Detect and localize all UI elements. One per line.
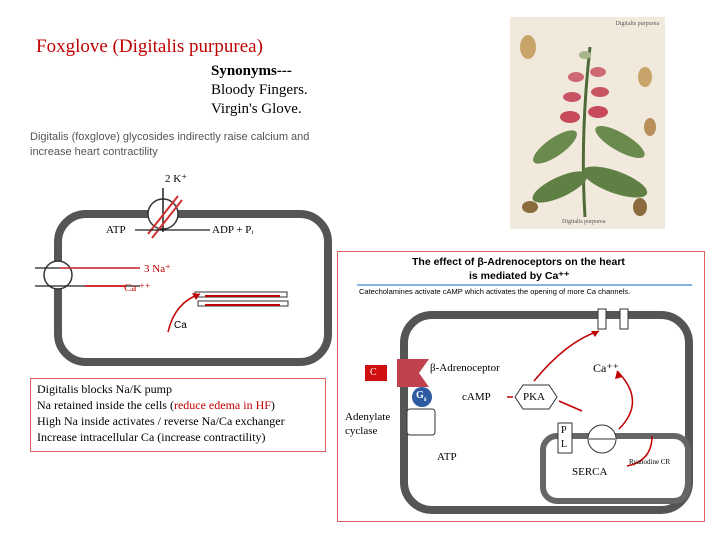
pka-label: PKA <box>523 391 546 403</box>
ca-ion-label: Ca ⁺⁺ <box>124 282 151 294</box>
beta-receptor-label: β-Adrenoceptor <box>430 362 500 374</box>
mechanism-line-4: Increase intracellular Ca (increase cont… <box>37 430 266 444</box>
p-label: P <box>561 425 567 436</box>
adp-label: ADP + Pᵢ <box>212 224 254 236</box>
synonyms-heading: Synonyms--- <box>211 63 292 79</box>
plant-bottom-label: Digitalis purpurea <box>562 219 606 225</box>
digitalis-mechanism-box: Digitalis blocks Na/K pump Na retained i… <box>30 378 326 452</box>
diagram-caption: Digitalis (foxglove) glycosides indirect… <box>30 130 340 160</box>
k-ion-label: 2 K⁺ <box>165 173 187 185</box>
sodium-pump-diagram: 2 K⁺ ATP ADP + Pᵢ 3 Na⁺ Ca ⁺⁺ Ca <box>30 162 335 374</box>
caption-line-1: Digitalis (foxglove) glycosides indirect… <box>30 131 310 143</box>
atp-label: ATP <box>437 451 457 463</box>
right-title-line-2: is mediated by Ca⁺⁺ <box>469 270 570 282</box>
beta-adrenoceptor-diagram: The effect of β-Adrenoceptors on the hea… <box>337 251 705 522</box>
synonym-1: Bloody Fingers. <box>211 82 308 98</box>
ryanodine-label: Ryanodine CR <box>629 458 671 466</box>
l-label: L <box>561 439 568 450</box>
camp-label: cAMP <box>462 391 491 403</box>
foxglove-illustration: Digitalis purpurea Digitalis purpurea <box>510 17 665 229</box>
page-title: Foxglove (Digitalis purpurea) <box>36 36 263 57</box>
adenylate-label: Adenylate <box>345 411 391 423</box>
gs-label: Gs <box>416 390 427 403</box>
synonym-2: Virgin's Glove. <box>211 101 302 117</box>
mechanism-line-1: Digitalis blocks Na/K pump <box>37 382 172 396</box>
edema-note: reduce edema in HF <box>173 398 271 412</box>
synonyms-block: Synonyms--- Bloody Fingers. Virgin's Glo… <box>211 62 308 119</box>
mechanism-line-2: Na retained inside the cells (reduce ede… <box>37 398 275 412</box>
serca-label: SERCA <box>572 466 608 478</box>
caption-line-2: increase heart contractility <box>30 146 158 158</box>
atp-label: ATP <box>106 224 126 236</box>
mechanism-line-3: High Na inside activates / reverse Na/Ca… <box>37 414 285 428</box>
right-title-line-1: The effect of β-Adrenoceptors on the hea… <box>412 256 625 268</box>
ca-label: Ca⁺⁺ <box>593 361 619 375</box>
ligand-label: C <box>370 367 377 378</box>
ca-sr-label: Ca <box>174 320 187 331</box>
na-ion-label: 3 Na⁺ <box>144 263 171 275</box>
plant-top-label: Digitalis purpurea <box>615 21 660 27</box>
cyclase-label: cyclase <box>345 425 378 437</box>
right-subtitle: Catecholamines activate cAMP which activ… <box>359 287 631 296</box>
